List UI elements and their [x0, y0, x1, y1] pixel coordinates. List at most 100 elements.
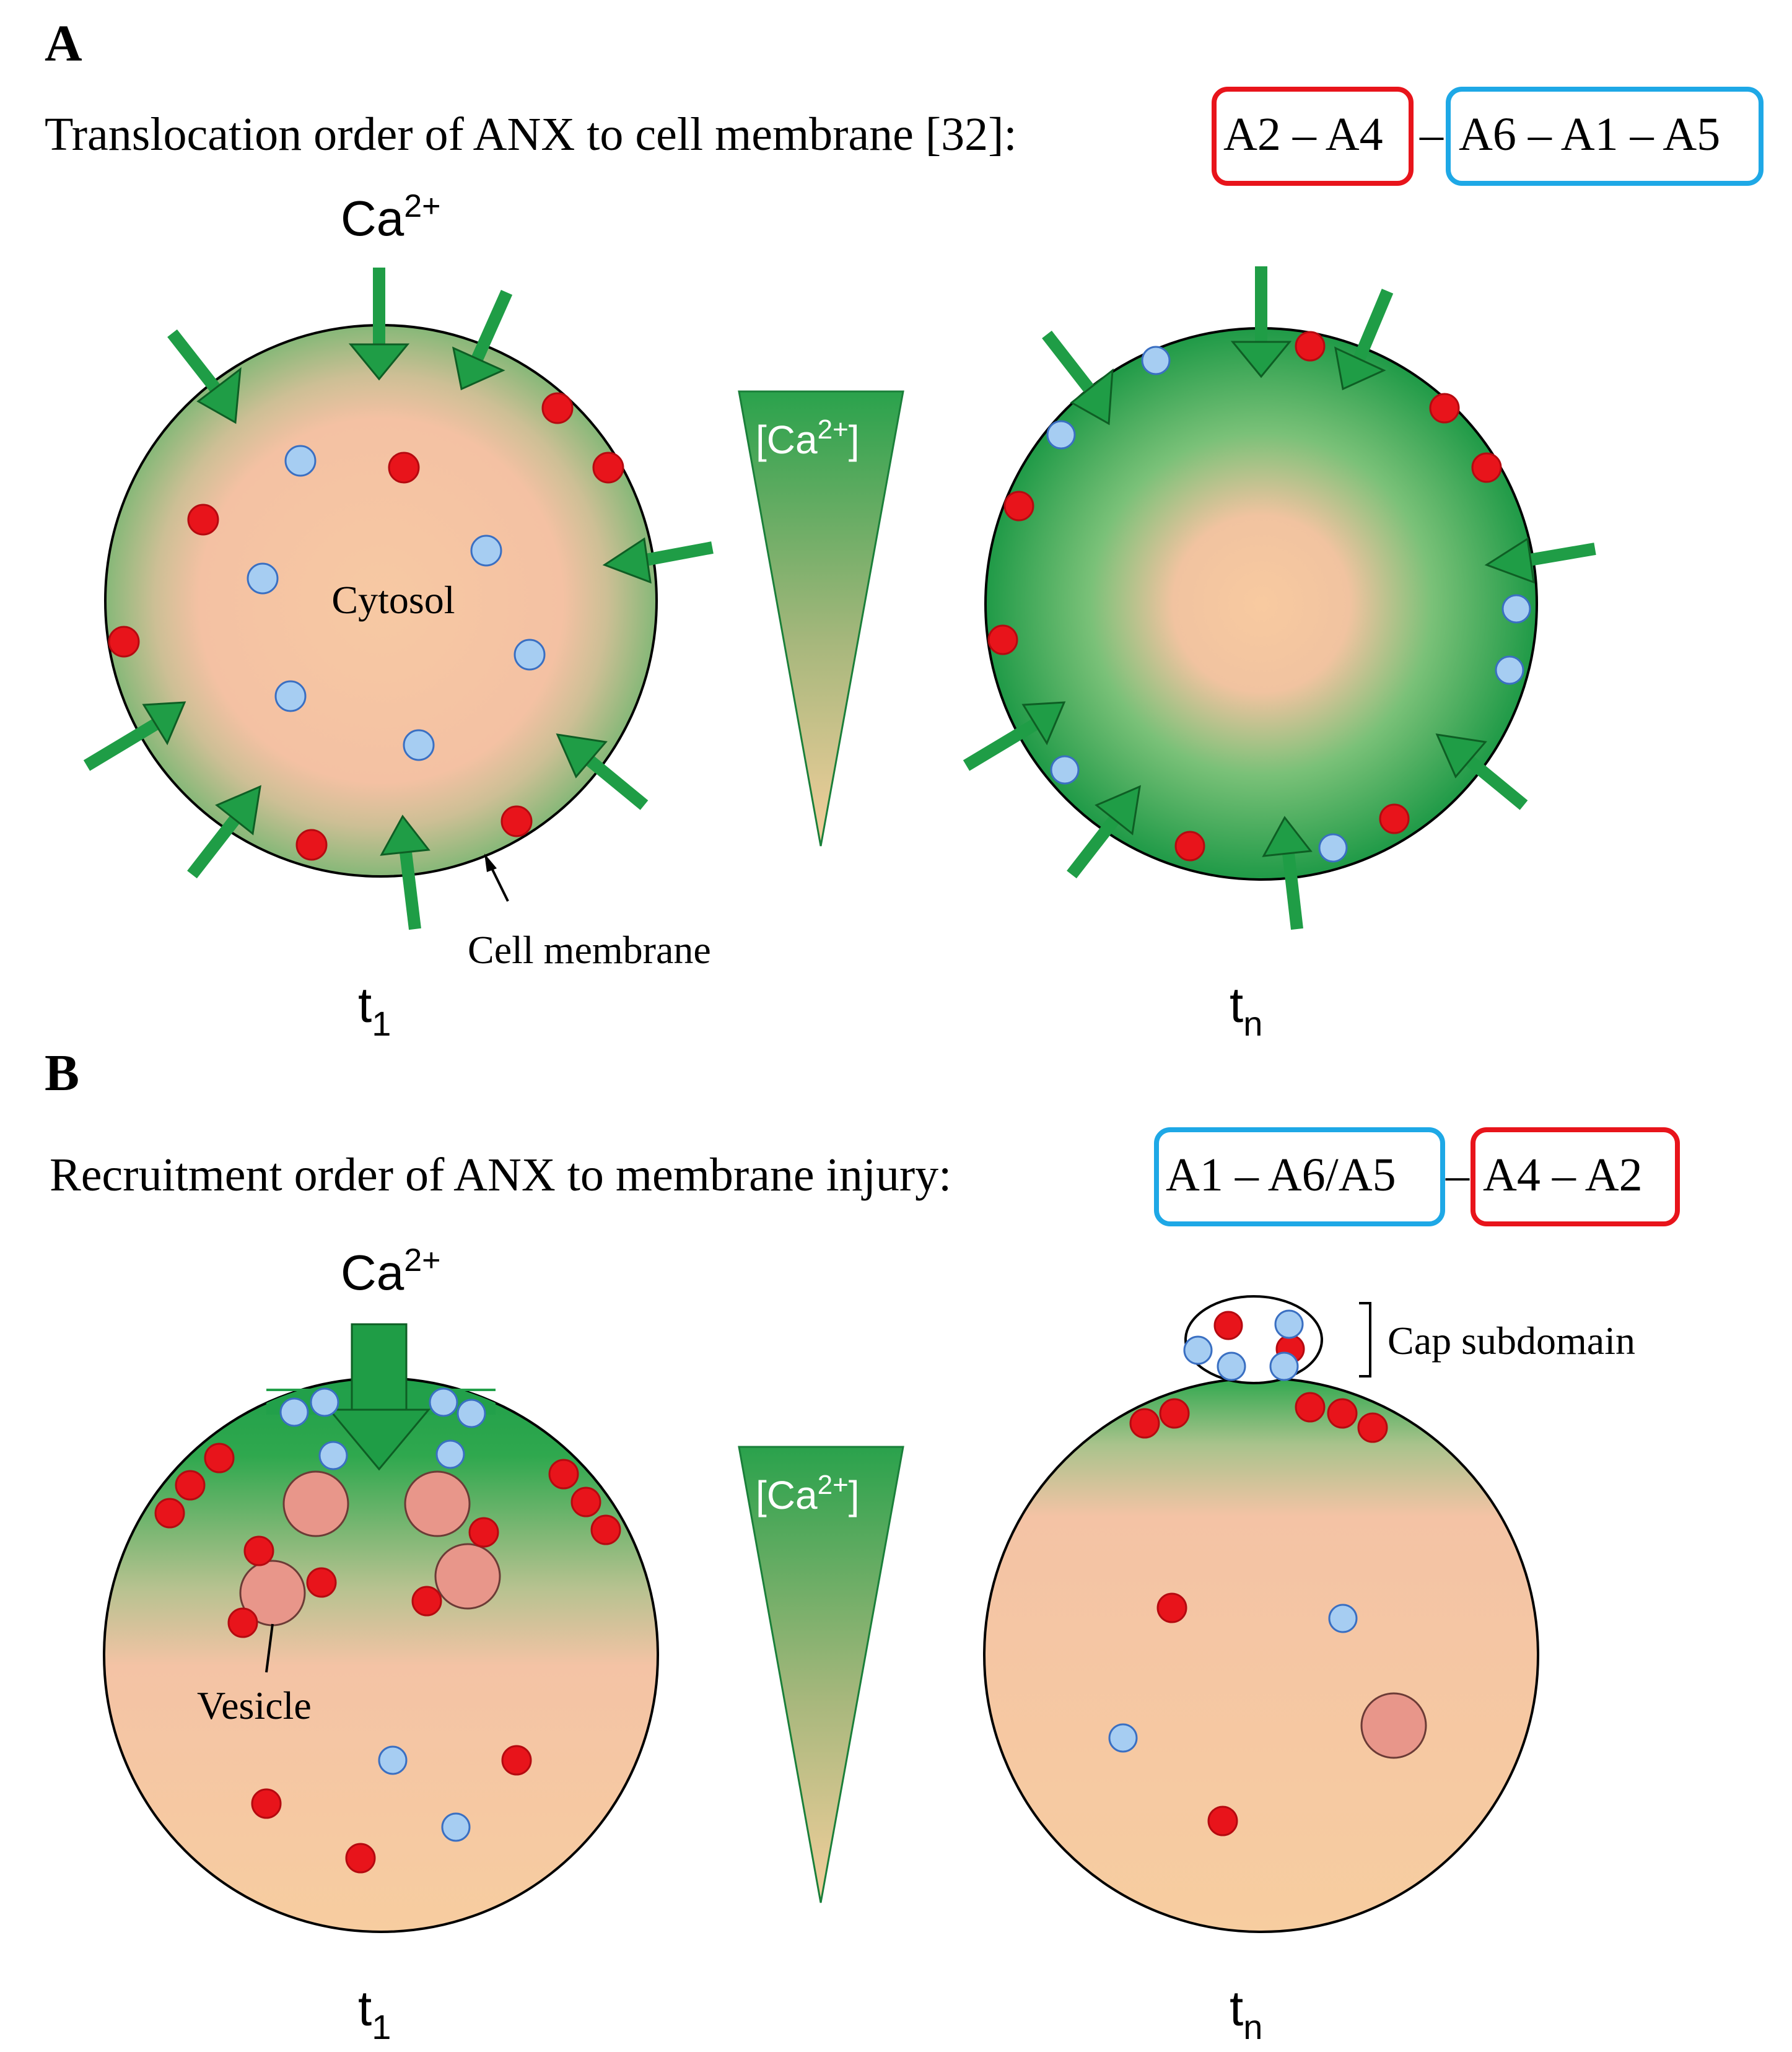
arrow-icon: [556, 733, 649, 810]
blue-group-label: A1 – A6/A5: [1166, 1149, 1396, 1201]
red-annexins-b-tn: [1129, 1392, 1388, 1836]
blue-annexin: [470, 535, 502, 567]
blue-annexin: [1501, 594, 1531, 624]
arrow-icon: [1334, 289, 1394, 391]
red-annexin: [1357, 1412, 1388, 1443]
red-group-box: [1471, 1127, 1680, 1226]
blue-annexin: [318, 1441, 348, 1470]
red-annexin: [295, 829, 328, 861]
blue-annexin: [378, 1745, 408, 1775]
time-label-t1: t1: [358, 977, 391, 1043]
cell-tn: [983, 1377, 1539, 1933]
panel-a-label: A: [45, 15, 82, 72]
blue-annexin: [1328, 1604, 1358, 1633]
blue-annexin: [310, 1387, 339, 1417]
time-label-tn: tn: [1230, 977, 1262, 1043]
group-separator: –: [1419, 108, 1444, 160]
cell-membrane-label: Cell membrane: [468, 928, 711, 972]
red-annexin: [1174, 831, 1205, 862]
blue-annexin: [1495, 655, 1524, 685]
blue-annexin: [403, 729, 435, 761]
red-annexin: [251, 1788, 282, 1819]
blue-annexin: [1269, 1351, 1299, 1381]
red-annexin: [1003, 491, 1034, 522]
blue-group-label: A6 – A1 – A5: [1459, 108, 1720, 160]
red-annexin: [541, 392, 574, 424]
cap-annexins: [1183, 1309, 1305, 1381]
cap-bracket: [1359, 1302, 1371, 1377]
blue-annexin: [1141, 346, 1171, 375]
arrow-icon: [963, 701, 1066, 771]
red-annexin: [592, 452, 624, 484]
membrane-pointer: [484, 854, 509, 902]
arrow-icon: [167, 329, 242, 424]
red-annexin: [987, 624, 1018, 655]
panel-b-label: B: [45, 1044, 79, 1102]
red-annexin: [306, 1567, 337, 1598]
time-label-tn: tn: [1230, 1981, 1262, 2046]
red-annexin: [500, 805, 533, 837]
blue-group-box: [1446, 87, 1764, 186]
red-annexin: [1295, 331, 1326, 362]
cytosol-label: Cytosol: [331, 578, 455, 622]
arrow-icon: [1042, 330, 1114, 426]
arrow-icon: [1484, 537, 1596, 584]
red-annexin: [1327, 1398, 1358, 1429]
blue-annexin: [1217, 1351, 1246, 1381]
vesicles-t1: [239, 1470, 501, 1626]
vesicle: [282, 1470, 349, 1537]
ca-ion-label: Ca2+: [341, 1242, 441, 1300]
big-ca-arrow-icon: [327, 1323, 431, 1471]
arrow-icon: [452, 289, 513, 391]
blue-annexin: [274, 680, 307, 712]
blue-annexin: [1046, 420, 1076, 450]
blue-annexin: [284, 445, 317, 477]
blue-annexins-tn: [1046, 346, 1531, 863]
red-annexin: [1295, 1392, 1326, 1423]
panel-a: A Translocation order of ANX to cell mem…: [45, 15, 1764, 1043]
blue-annexins-b-tn: [1108, 1604, 1358, 1753]
red-annexin: [1379, 803, 1410, 834]
red-annexin: [108, 626, 140, 658]
red-annexin: [204, 1443, 235, 1474]
group-separator: –: [1445, 1149, 1470, 1201]
red-annexin: [590, 1514, 621, 1545]
arrow-icon: [1435, 733, 1528, 810]
arrow-icon: [83, 701, 186, 771]
blue-group-box: [1154, 1127, 1445, 1226]
red-annexin: [187, 504, 219, 536]
panel-b: B Recruitment order of ANX to membrane i…: [45, 1044, 1680, 2046]
red-annexin: [388, 452, 420, 484]
blue-annexin: [279, 1397, 309, 1427]
arrow-icon: [187, 785, 261, 879]
calcium-concentration-label: [Ca2+]: [756, 414, 860, 462]
arrow-icon: [602, 537, 714, 584]
panel-a-heading: Translocation order of ANX to cell membr…: [45, 108, 1017, 160]
red-group-label: A4 – A2: [1483, 1149, 1643, 1201]
arrow-icon: [1067, 785, 1141, 879]
red-annexin: [1129, 1408, 1160, 1439]
red-annexin: [411, 1586, 442, 1617]
blue-annexin: [1108, 1723, 1138, 1753]
blue-annexin: [514, 639, 546, 671]
red-annexin: [345, 1843, 376, 1874]
red-annexin: [1159, 1398, 1190, 1429]
blue-annexin: [1318, 833, 1348, 863]
arrow-icon: [1230, 266, 1292, 378]
red-annexin: [154, 1498, 185, 1529]
red-annexin: [1156, 1592, 1187, 1623]
cap-subdomain-label: Cap subdomain: [1388, 1319, 1635, 1363]
red-group-label: A2 – A4: [1223, 108, 1383, 160]
red-annexin: [1207, 1805, 1238, 1836]
time-label-t1: t1: [358, 1981, 391, 2046]
red-annexins-t1: [108, 392, 624, 861]
red-annexin: [227, 1607, 258, 1638]
blue-annexin: [1274, 1309, 1304, 1339]
ca-ion-label: Ca2+: [341, 188, 441, 246]
arrow-icon: [348, 268, 410, 381]
blue-annexin: [247, 562, 279, 595]
red-annexin: [175, 1470, 206, 1501]
blue-annexin: [457, 1399, 486, 1428]
ca-influx-arrows-t1: [83, 268, 714, 930]
